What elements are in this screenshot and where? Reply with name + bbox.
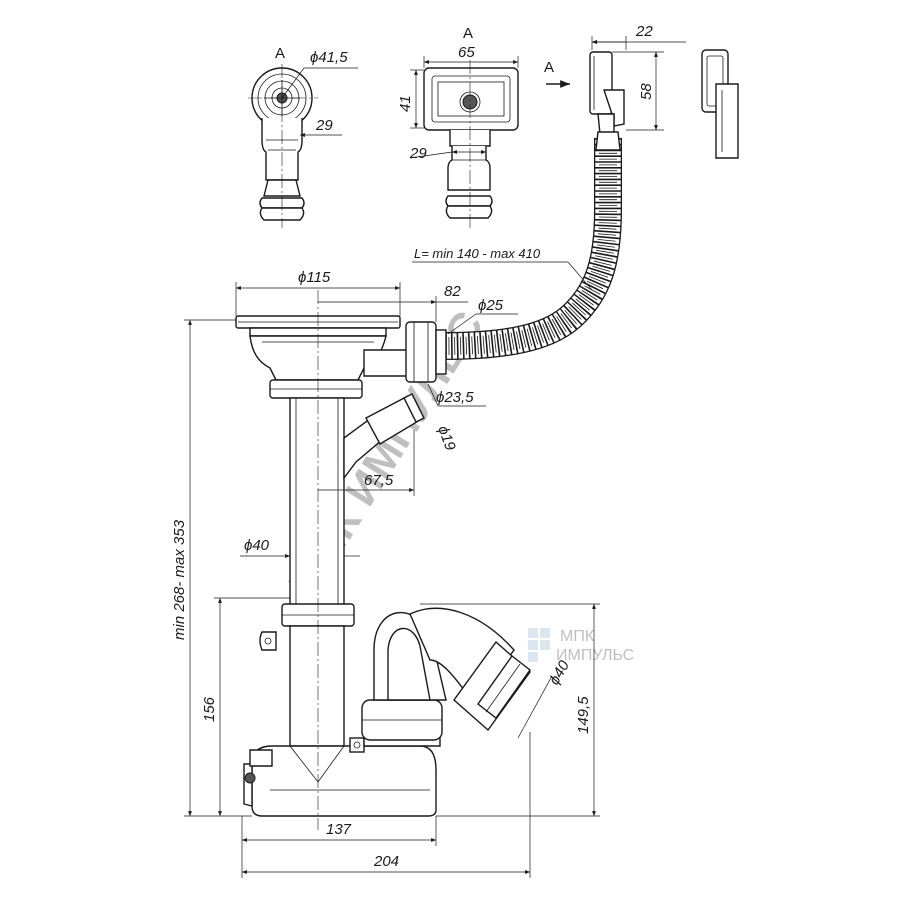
view-a-right-label: A xyxy=(463,25,473,42)
dim-149-5: 149,5 xyxy=(575,696,592,734)
dim-29-right: 29 xyxy=(409,145,427,162)
sink-drain-assembly xyxy=(235,315,531,817)
dim-204: 204 xyxy=(373,853,399,870)
dim-height-range: min 268- max 353 xyxy=(171,519,188,640)
dim-82: 82 xyxy=(444,283,461,300)
dim-hose-length: L= min 140 - max 410 xyxy=(414,246,541,261)
dim-22: 22 xyxy=(635,23,653,40)
watermark-logo: МПК ИМПУЛЬС xyxy=(528,628,634,664)
dim-156: 156 xyxy=(201,696,218,722)
view-a-left-label: A xyxy=(275,45,285,62)
dim-d25: ϕ25 xyxy=(478,297,504,314)
dim-67-5: 67,5 xyxy=(364,472,394,489)
dim-d40-pipe: ϕ40 xyxy=(244,537,270,554)
dim-29-left: 29 xyxy=(315,117,333,134)
dim-41: 41 xyxy=(397,95,414,112)
arrow-a-label: A xyxy=(544,59,554,76)
overflow-side-view: 22 58 xyxy=(589,23,686,135)
view-direction-arrow: A xyxy=(544,59,570,88)
dim-137: 137 xyxy=(326,821,352,838)
view-a-round-grate: A ϕ41,5 29 xyxy=(248,45,358,228)
corrugated-hose: L= min 140 - max 410 xyxy=(412,131,622,360)
watermark-logo-line2: ИМПУЛЬС xyxy=(556,647,634,664)
dim-d41-5: ϕ41,5 xyxy=(310,49,348,66)
view-a-rect-overflow: A 65 41 29 xyxy=(397,25,519,228)
overflow-front-view xyxy=(701,49,739,159)
dishwasher-inlet xyxy=(343,393,425,481)
dim-d19: ϕ19 xyxy=(434,424,459,454)
dim-58: 58 xyxy=(638,83,655,100)
dim-d115: ϕ115 xyxy=(298,269,331,286)
watermark-logo-line1: МПК xyxy=(560,628,595,645)
dim-65: 65 xyxy=(458,44,475,61)
dim-d23-5: ϕ23,5 xyxy=(436,389,474,406)
